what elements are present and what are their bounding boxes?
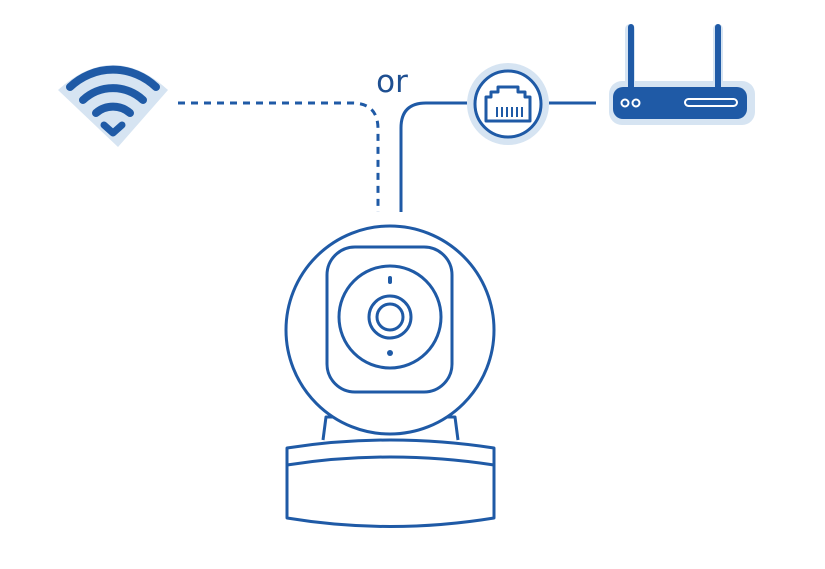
or-label: or <box>376 64 408 100</box>
router-icon <box>609 24 755 125</box>
wireless-link-dashed <box>178 101 380 212</box>
pan-tilt-camera-icon <box>284 224 496 528</box>
ethernet-port-icon <box>467 63 549 145</box>
wired-link-camera-to-port <box>399 101 467 212</box>
wifi-icon <box>58 65 168 147</box>
